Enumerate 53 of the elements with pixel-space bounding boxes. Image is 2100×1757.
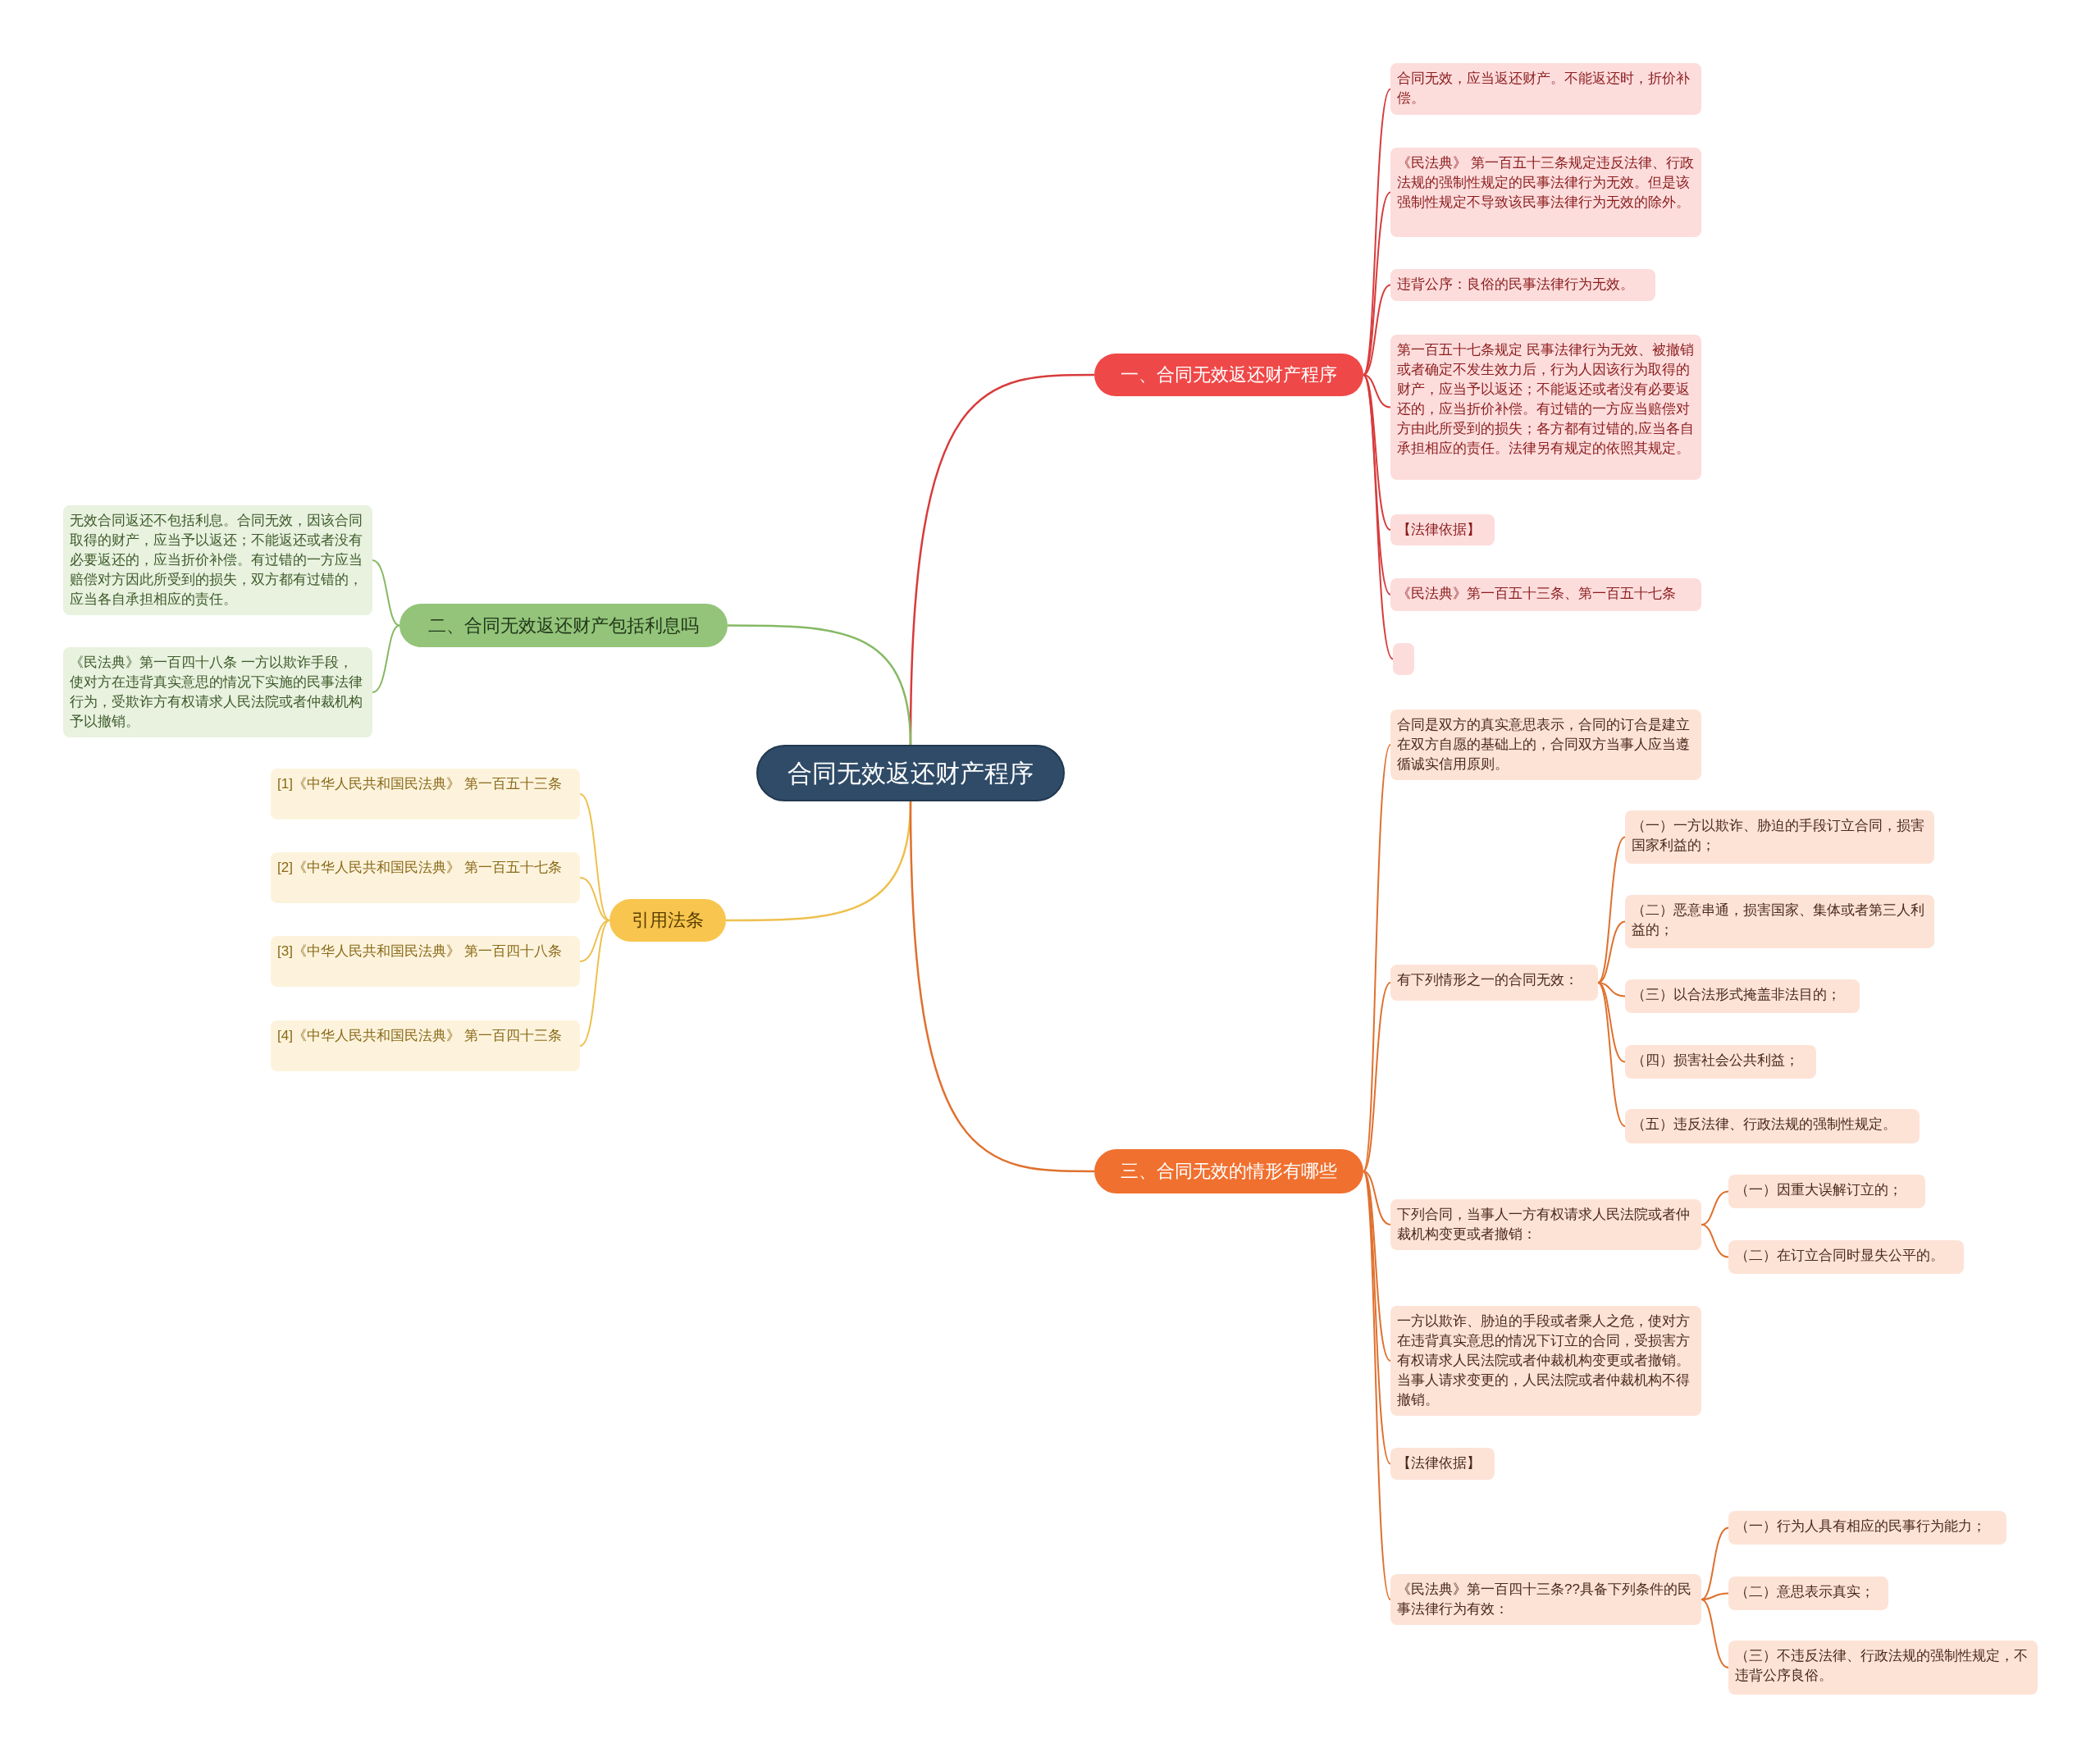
branch-topic: 引用法条 (609, 899, 726, 942)
subtopic-card: 有下列情形之一的合同无效： (1390, 965, 1598, 1001)
subtopic-card: 下列合同，当事人一方有权请求人民法院或者仲裁机构变更或者撤销： (1390, 1199, 1701, 1250)
connector-line (1363, 1171, 1391, 1225)
subtopic-card: （一）一方以欺诈、胁迫的手段订立合同，损害国家利益的； (1625, 810, 1934, 864)
subtopic-card: （三）不违反法律、行政法规的强制性规定，不违背公序良俗。 (1728, 1641, 2038, 1695)
connector-line (1597, 920, 1626, 983)
connector-line (1363, 1171, 1391, 1362)
branch-topic: 一、合同无效返还财产程序 (1094, 354, 1363, 396)
subtopic-card: （一）行为人具有相应的民事行为能力； (1728, 1511, 2006, 1545)
connector-line (909, 801, 1094, 1173)
connector-line (1701, 1224, 1729, 1258)
subtopic-card: （五）违反法律、行政法规的强制性规定。 (1625, 1109, 1920, 1143)
connector-line (579, 793, 610, 921)
subtopic-card: 无效合同返还不包括利息。合同无效，因该合同取得的财产，应当予以返还；不能返还或者没有必要返还的，应当折价补偿。有过错的一方应当赔偿对方因此所受到的损失，双方都有过错的，应当各自承担相应的责任。 (63, 505, 372, 615)
subtopic-card: （三）以合法形式掩盖非法目的； (1625, 979, 1860, 1013)
subtopic-card: 【法律依据】 (1390, 514, 1495, 545)
connector-line (728, 624, 912, 746)
subtopic-card: 《民法典》第一百四十三条??具备下列条件的民事法律行为有效： (1390, 1574, 1701, 1625)
subtopic-card: 【法律依据】 (1390, 1448, 1495, 1480)
connector-line (1701, 1527, 1729, 1600)
connector-line (372, 559, 400, 627)
subtopic-card: （二）意思表示真实； (1728, 1577, 1888, 1610)
connector-line (372, 624, 400, 693)
subtopic-card: [1]《中华人民共和国民法典》 第一百五十三条 (271, 769, 580, 819)
subtopic-card: 《民法典》第一百五十三条、第一百五十七条 (1390, 578, 1701, 611)
subtopic-card: （一）因重大误解订立的； (1728, 1175, 1925, 1208)
subtopic-card: 《民法典》第一百四十八条 一方以欺诈手段，使对方在违背真实意思的情况下实施的民事法律行为，受欺诈方有权请求人民法院或者仲裁机构予以撤销。 (63, 647, 372, 737)
subtopic-card: （二）在订立合同时显失公平的。 (1728, 1240, 1964, 1274)
subtopic-card: 《民法典》 第一百五十三条规定违反法律、行政法规的强制性规定的民事法律行为无效。但是该强制性规定不导致该民事法律行为无效的除外。 (1390, 148, 1701, 237)
connector-line (1363, 284, 1391, 376)
connector-line (579, 920, 610, 962)
connector-line (1701, 1599, 1729, 1668)
branch-topic: 二、合同无效返还财产包括利息吗 (399, 604, 728, 647)
subtopic-card: 合同是双方的真实意思表示，合同的订合是建立在双方自愿的基础上的，合同双方当事人应当遵循诚实信用原则。 (1390, 710, 1701, 780)
subtopic-card: （四）损害社会公共利益； (1625, 1045, 1816, 1079)
subtopic-card: 一方以欺诈、胁迫的手段或者乘人之危，使对方在违背真实意思的情况下订立的合同，受损害方有权请求人民法院或者仲裁机构变更或者撤销。当事人请求变更的，人民法院或者仲裁机构不得撤销。 (1390, 1306, 1701, 1416)
subtopic-card: 违背公序：良俗的民事法律行为无效。 (1390, 269, 1655, 301)
connector-line (1701, 1592, 1729, 1600)
connector-line (1597, 982, 1626, 1127)
subtopic-card: 第一百五十七条规定 民事法律行为无效、被撤销或者确定不发生效力后，行为人因该行为取得的财产，应当予以返还；不能返还或者没有必要返还的，应当折价补偿。有过错的一方应当赔偿对方由此所受到的损失；各方都有过错的,应当各自承担相应的责任。法律另有规定的依照其规定。 (1390, 335, 1701, 480)
connector-line (579, 920, 610, 1047)
branch-topic: 三、合同无效的情形有哪些 (1094, 1149, 1363, 1193)
empty-topic-card (1393, 643, 1414, 675)
subtopic-card: （二）恶意串通，损害国家、集体或者第三人利益的； (1625, 895, 1934, 948)
connector-line (1597, 836, 1626, 983)
connector-line (1363, 374, 1391, 408)
subtopic-card: [4]《中华人民共和国民法典》 第一百四十三条 (271, 1020, 580, 1071)
subtopic-card: [2]《中华人民共和国民法典》 第一百五十七条 (271, 852, 580, 903)
subtopic-card: 合同无效，应当返还财产。不能返还时，折价补偿。 (1390, 63, 1701, 115)
root-topic: 合同无效返还财产程序 (756, 745, 1065, 801)
subtopic-card: [3]《中华人民共和国民法典》 第一百四十八条 (271, 936, 580, 987)
connector-line (1363, 982, 1391, 1172)
